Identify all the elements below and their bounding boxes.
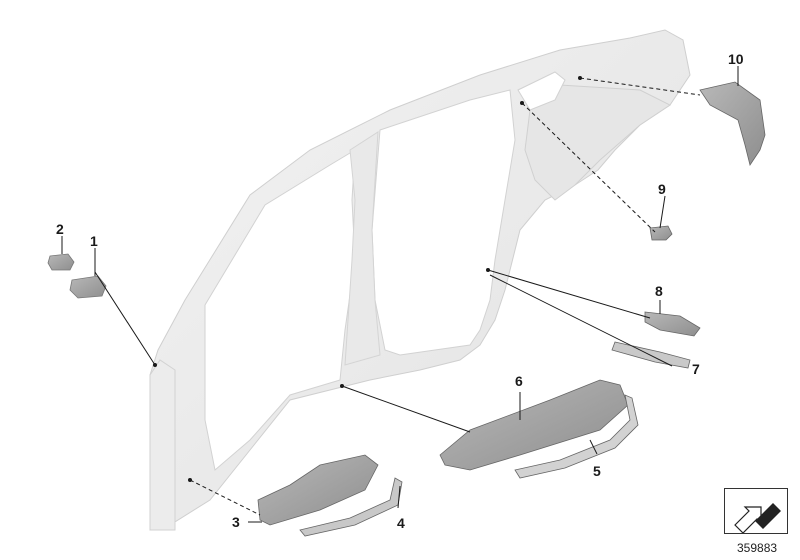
part-2-clip — [47, 253, 75, 271]
part-10-reinforcement — [699, 81, 766, 166]
callout-9: 9 — [658, 181, 666, 197]
part-3-sill-trim — [257, 454, 379, 526]
leader-lines — [61, 66, 739, 523]
callout-2: 2 — [56, 221, 64, 237]
part-4-strip — [299, 477, 403, 537]
diagram-number: 359883 — [737, 541, 778, 555]
callout-3: 3 — [232, 514, 240, 530]
callout-10: 10 — [728, 51, 744, 67]
part-9-clip — [649, 225, 673, 241]
callout-1: 1 — [90, 233, 98, 249]
side-frame — [149, 29, 691, 531]
callout-7: 7 — [692, 361, 700, 377]
callout-6: 6 — [515, 373, 523, 389]
nav-arrow-box[interactable] — [724, 488, 788, 534]
callout-4: 4 — [397, 515, 405, 531]
part-1-bracket — [69, 275, 107, 299]
part-8-bracket — [644, 311, 701, 337]
callout-labels: 1 2 3 4 5 6 7 8 9 10 — [56, 51, 744, 531]
part-6-sill-panel — [439, 379, 629, 471]
leader-dots — [153, 76, 582, 482]
arrow-down-left-icon — [734, 503, 781, 534]
callout-5: 5 — [593, 463, 601, 479]
callout-8: 8 — [655, 283, 663, 299]
